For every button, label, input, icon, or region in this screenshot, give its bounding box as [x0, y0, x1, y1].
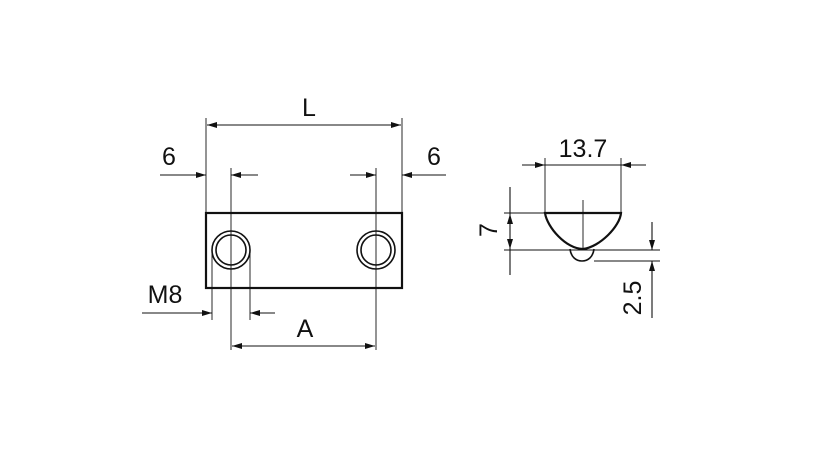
- label-thread: M8: [148, 281, 183, 309]
- label-edge-left: 6: [162, 143, 176, 171]
- label-length: L: [302, 94, 316, 122]
- label-height: 7: [475, 223, 503, 237]
- side-view: 13.7 7 2.5: [475, 135, 660, 318]
- profile-tip: [569, 248, 595, 262]
- label-edge-right: 6: [427, 143, 441, 171]
- label-hole-spacing: A: [297, 315, 314, 343]
- plate-outline: [204, 211, 404, 290]
- label-bottom: 2.5: [619, 281, 647, 316]
- front-view: L 6 6 M8 A: [142, 94, 446, 350]
- label-width: 13.7: [559, 135, 608, 163]
